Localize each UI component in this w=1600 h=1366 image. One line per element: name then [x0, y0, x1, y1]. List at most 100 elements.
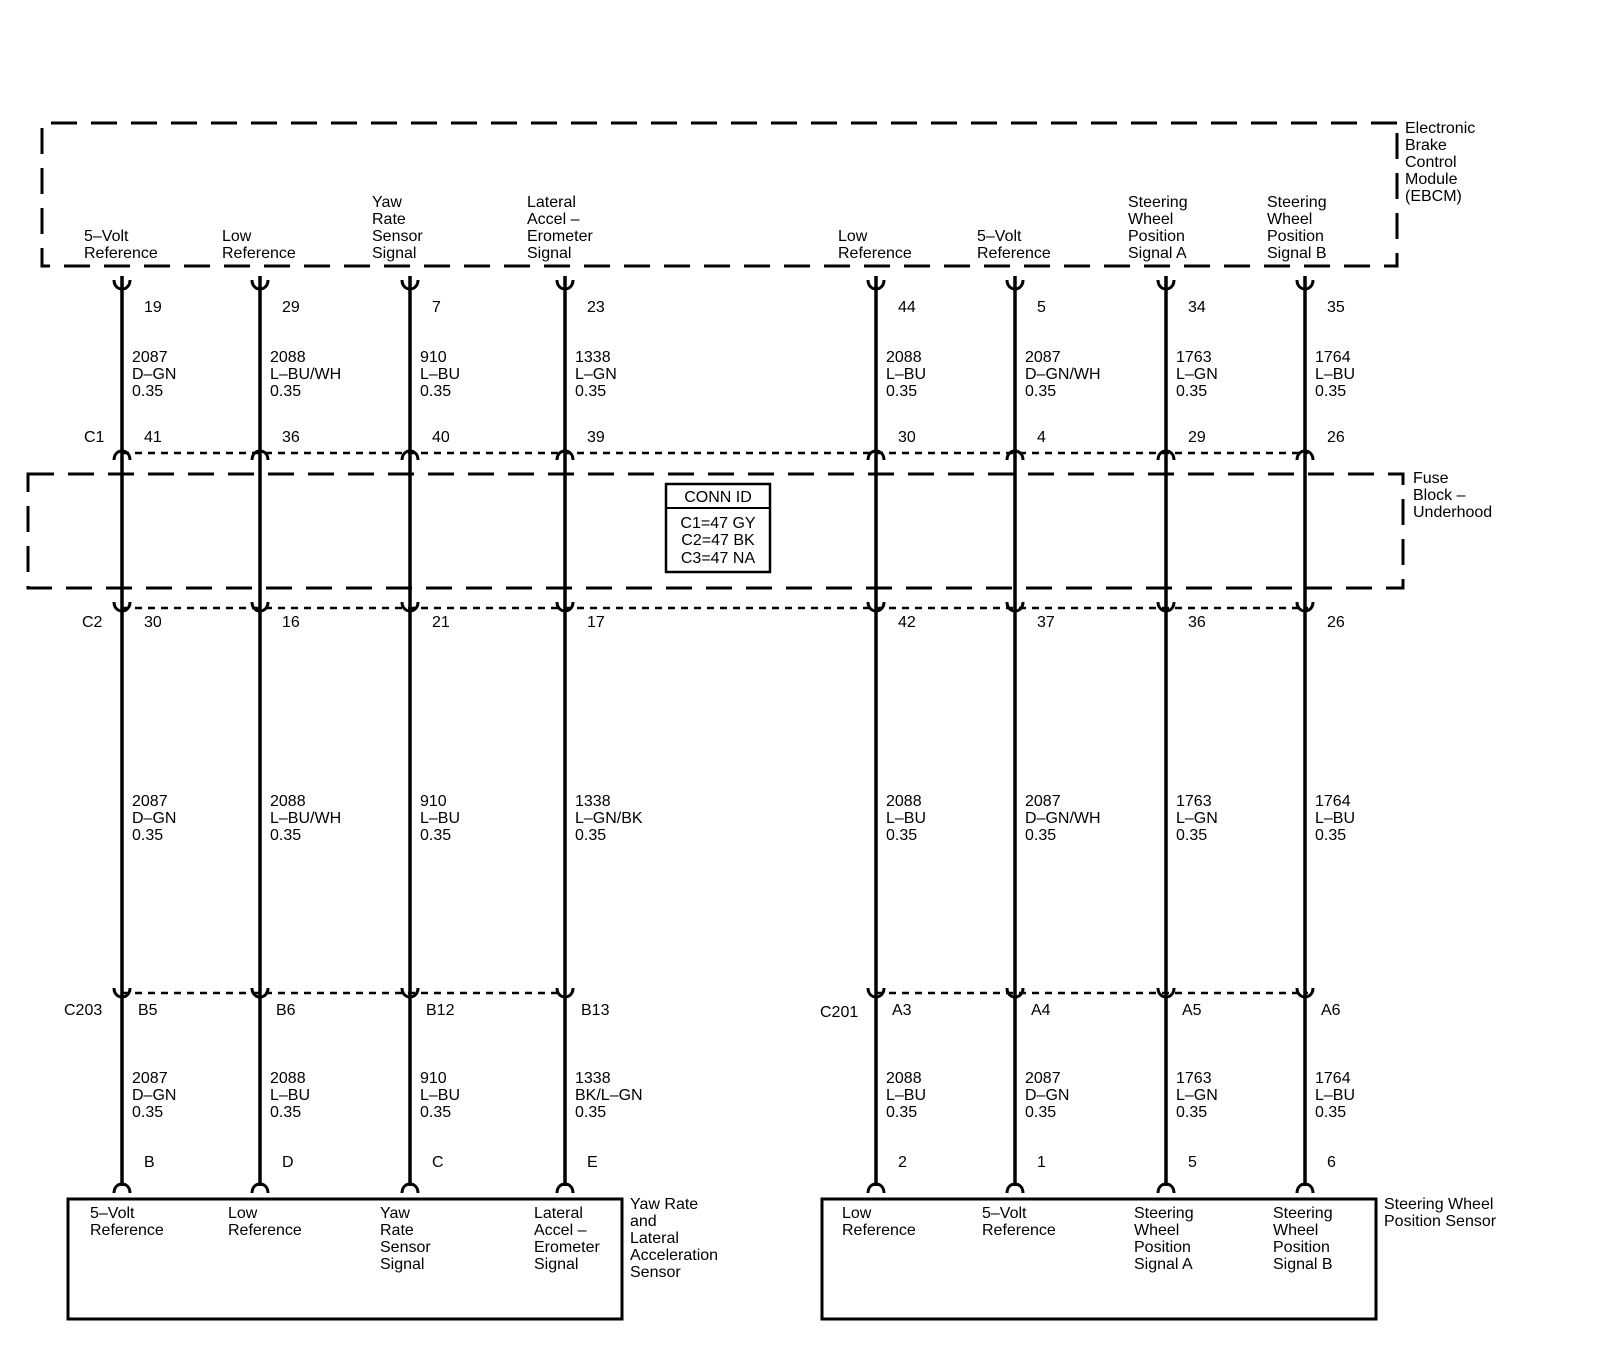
conn-id-line: C1=47 GY	[680, 515, 755, 532]
device-pin-number: 1	[1037, 1154, 1046, 1171]
ebcm-terminal	[1005, 279, 1025, 291]
wire-spec: 2087	[1025, 1070, 1061, 1087]
device-terminal	[400, 1182, 420, 1194]
conn-id-line: C2=47 BK	[681, 532, 755, 549]
c1-pin-number: 39	[587, 429, 605, 446]
c1-pin-number: 4	[1037, 429, 1046, 446]
wire-spec: L–BU/WH	[270, 810, 341, 827]
wire-spec: 2088	[270, 793, 306, 810]
wire-spec: 2088	[270, 349, 306, 366]
inline-terminal	[866, 987, 886, 999]
yaw-sensor-name-line: Yaw Rate	[630, 1196, 698, 1213]
ebcm-pin-label: Reference	[84, 245, 158, 262]
wire-spec: D–GN/WH	[1025, 366, 1101, 383]
device-pin-label: Steering	[1273, 1205, 1333, 1222]
device-pin-number: 2	[898, 1154, 907, 1171]
ebcm-name-line: Electronic	[1405, 120, 1475, 137]
inline-pin-number: B5	[138, 1002, 158, 1019]
c2-pin-number: 26	[1327, 614, 1345, 631]
ebcm-pin-number: 29	[282, 299, 300, 316]
device-pin-label: Erometer	[534, 1239, 600, 1256]
conn-id-table: CONN ID C1=47 GY C2=47 BK C3=47 NA	[664, 482, 772, 574]
inline-pin-number: B6	[276, 1002, 296, 1019]
c2-pin-number: 36	[1188, 614, 1206, 631]
wire-spec: 0.35	[886, 383, 917, 400]
conn-id-line: C3=47 NA	[681, 550, 756, 567]
device-pin-label: Reference	[842, 1222, 916, 1239]
c1-pin-number: 30	[898, 429, 916, 446]
ebcm-pin-label: Wheel	[1128, 211, 1173, 228]
c1-terminal	[866, 449, 886, 461]
wire-spec: 1338	[575, 793, 611, 810]
c2-terminal	[866, 601, 886, 613]
ebcm-pin-label: Sensor	[372, 228, 423, 245]
yaw-sensor-name-line: and	[630, 1213, 657, 1230]
device-pin-number: 5	[1188, 1154, 1197, 1171]
wire-spec: 910	[420, 349, 447, 366]
device-pin-label: Signal	[534, 1256, 578, 1273]
ebcm-pin-label: Signal A	[1128, 245, 1187, 262]
fuse-block-name-line: Fuse	[1413, 470, 1449, 487]
wire-spec: 910	[420, 1070, 447, 1087]
wire-spec: 0.35	[1176, 827, 1207, 844]
wire-spec: 0.35	[575, 827, 606, 844]
ebcm-name-line: Control	[1405, 154, 1457, 171]
device-terminal	[866, 1182, 886, 1194]
c2-terminal	[250, 601, 270, 613]
ebcm-pin-number: 35	[1327, 299, 1345, 316]
device-pin-label: 5–Volt	[982, 1205, 1027, 1222]
device-pin-label: Position	[1134, 1239, 1191, 1256]
device-pin-label: Steering	[1134, 1205, 1194, 1222]
wire-spec: D–GN	[1025, 1087, 1069, 1104]
ebcm-module-box	[40, 121, 1399, 268]
ebcm-pin-label: Reference	[977, 245, 1051, 262]
sw-sensor-box	[820, 1197, 1378, 1321]
wire-spec: 2088	[886, 1070, 922, 1087]
fuse-block-name: Fuse Block – Underhood	[1413, 470, 1492, 521]
wire-spec: L–BU	[420, 366, 460, 383]
ebcm-pin-number: 23	[587, 299, 605, 316]
device-pin-number: 6	[1327, 1154, 1336, 1171]
inline-terminal	[400, 987, 420, 999]
c2-pin-number: 37	[1037, 614, 1055, 631]
inline-terminal	[1295, 987, 1315, 999]
ebcm-pin-label: Signal B	[1267, 245, 1327, 262]
c1-terminal	[250, 449, 270, 461]
wire-spec: 0.35	[132, 1104, 163, 1121]
wire-spec: L–BU	[1315, 366, 1355, 383]
ebcm-pin-label: Low	[838, 228, 868, 245]
wire-spec: 0.35	[1025, 383, 1056, 400]
wire-spec: 2087	[1025, 793, 1061, 810]
c2-pin-number: 42	[898, 614, 916, 631]
wire-spec: 0.35	[886, 1104, 917, 1121]
wire-spec: 0.35	[1315, 827, 1346, 844]
c2-terminal	[555, 601, 575, 613]
c1-terminal	[1005, 449, 1025, 461]
sw-sensor-name: Steering Wheel Position Sensor	[1384, 1196, 1497, 1230]
c1-pin-number: 29	[1188, 429, 1206, 446]
wire-spec: L–BU	[270, 1087, 310, 1104]
inline-terminal	[555, 987, 575, 999]
device-pin-label: Reference	[228, 1222, 302, 1239]
c1-terminal	[1295, 449, 1315, 461]
circuits-group: 5–VoltReference192087D–GN0.3541302087D–G…	[84, 194, 1355, 1273]
yaw-sensor-name-line: Acceleration	[630, 1247, 718, 1264]
sw-sensor-name-line: Position Sensor	[1384, 1213, 1497, 1230]
wire-spec: L–BU	[420, 1087, 460, 1104]
c1-terminal	[555, 449, 575, 461]
ebcm-pin-label: 5–Volt	[977, 228, 1022, 245]
wire-spec: 0.35	[132, 827, 163, 844]
ebcm-pin-label: Rate	[372, 211, 406, 228]
ebcm-pin-number: 44	[898, 299, 916, 316]
c2-pin-number: 17	[587, 614, 605, 631]
inline-pin-number: A6	[1321, 1002, 1341, 1019]
fuse-block-box	[26, 472, 1405, 590]
ebcm-terminal	[400, 279, 420, 291]
wire-spec: 2087	[132, 349, 168, 366]
ebcm-terminal	[1295, 279, 1315, 291]
ebcm-pin-number: 19	[144, 299, 162, 316]
device-pin-label: Reference	[90, 1222, 164, 1239]
connector-c2-label: C2	[82, 614, 103, 631]
device-pin-label: Yaw	[380, 1205, 410, 1222]
ebcm-pin-label: Lateral	[527, 194, 576, 211]
